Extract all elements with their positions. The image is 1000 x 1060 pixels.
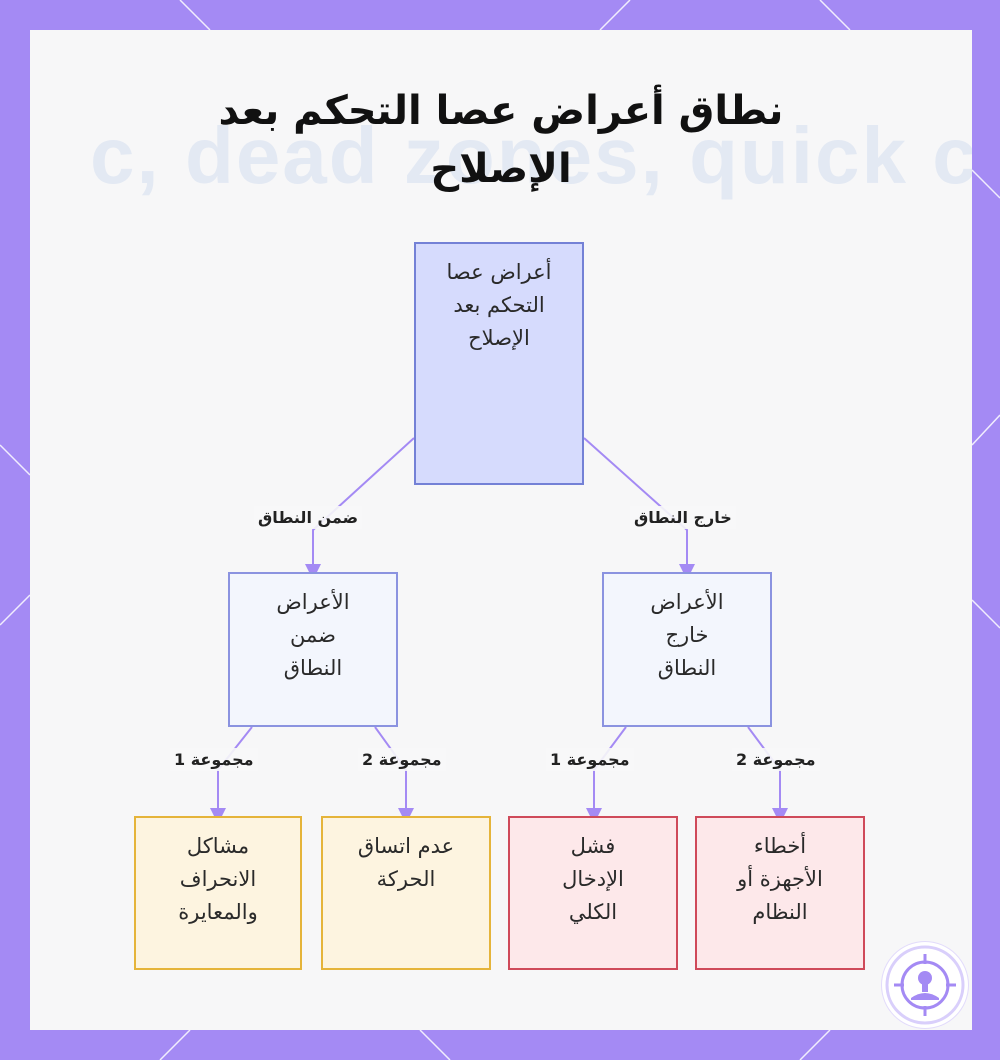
node-hardware-line-2: الأجهزة أو xyxy=(737,867,823,891)
node-root: أعراض عصا التحكم بعد الإصلاح xyxy=(414,242,584,485)
edge-label-outside-group2: مجموعة 2 xyxy=(732,748,820,771)
node-failure-line-3: الكلي xyxy=(568,900,618,924)
node-root-line-3: الإصلاح xyxy=(468,326,530,350)
node-movement-inconsistency: عدم اتساق الحركة xyxy=(321,816,491,970)
diagram-title: نطاق أعراض عصا التحكم بعد الإصلاح xyxy=(30,82,972,198)
edge-label-outside: خارج النطاق xyxy=(630,506,736,529)
node-root-line-1: أعراض عصا xyxy=(446,260,552,284)
node-hardware-line-1: أخطاء xyxy=(753,834,807,858)
edge-root-within xyxy=(305,437,415,580)
edge-outside-hardware xyxy=(747,726,788,824)
edge-within-inconsistency xyxy=(374,726,414,824)
edge-within-drift xyxy=(210,726,253,824)
node-inconsistency-line-1: عدم اتساق xyxy=(357,834,455,858)
edge-label-within-group2: مجموعة 2 xyxy=(358,748,446,771)
node-outside-line-3: النطاق xyxy=(657,656,717,680)
title-line-1: نطاق أعراض عصا التحكم بعد xyxy=(218,88,784,134)
node-within-line-1: الأعراض xyxy=(276,590,350,614)
node-within-line-2: ضمن xyxy=(290,623,336,647)
node-outside-line-1: الأعراض xyxy=(650,590,724,614)
node-root-line-2: التحكم بعد xyxy=(453,293,545,317)
node-outside-range: الأعراض خارج النطاق xyxy=(602,572,772,727)
title-line-2: الإصلاح xyxy=(430,146,572,192)
edge-label-within: ضمن النطاق xyxy=(254,506,363,529)
edge-root-outside xyxy=(583,437,695,580)
edge-outside-failure xyxy=(586,726,627,824)
node-inconsistency-line-2: الحركة xyxy=(376,867,436,891)
node-drift-line-2: الانحراف xyxy=(179,867,257,891)
logo-badge xyxy=(882,942,968,1028)
node-hardware-system-errors: أخطاء الأجهزة أو النظام xyxy=(695,816,865,970)
edge-label-outside-group1: مجموعة 1 xyxy=(546,748,634,771)
joystick-target-icon xyxy=(885,945,965,1025)
node-hardware-line-3: النظام xyxy=(752,900,808,924)
node-outside-line-2: خارج xyxy=(665,623,709,647)
node-failure-line-2: الإدخال xyxy=(562,867,624,891)
diagram-card: c, dead zones, quick ch نطاق أعراض عصا ا… xyxy=(30,30,972,1030)
background-watermark: c, dead zones, quick ch xyxy=(90,111,972,200)
node-drift-line-3: والمعايرة xyxy=(178,900,258,924)
node-drift-line-1: مشاكل xyxy=(186,834,250,858)
node-failure-line-1: فشل xyxy=(570,834,616,858)
node-drift-calibration: مشاكل الانحراف والمعايرة xyxy=(134,816,302,970)
node-within-range: الأعراض ضمن النطاق xyxy=(228,572,398,727)
node-total-input-failure: فشل الإدخال الكلي xyxy=(508,816,678,970)
node-within-line-3: النطاق xyxy=(283,656,343,680)
edge-label-within-group1: مجموعة 1 xyxy=(170,748,258,771)
